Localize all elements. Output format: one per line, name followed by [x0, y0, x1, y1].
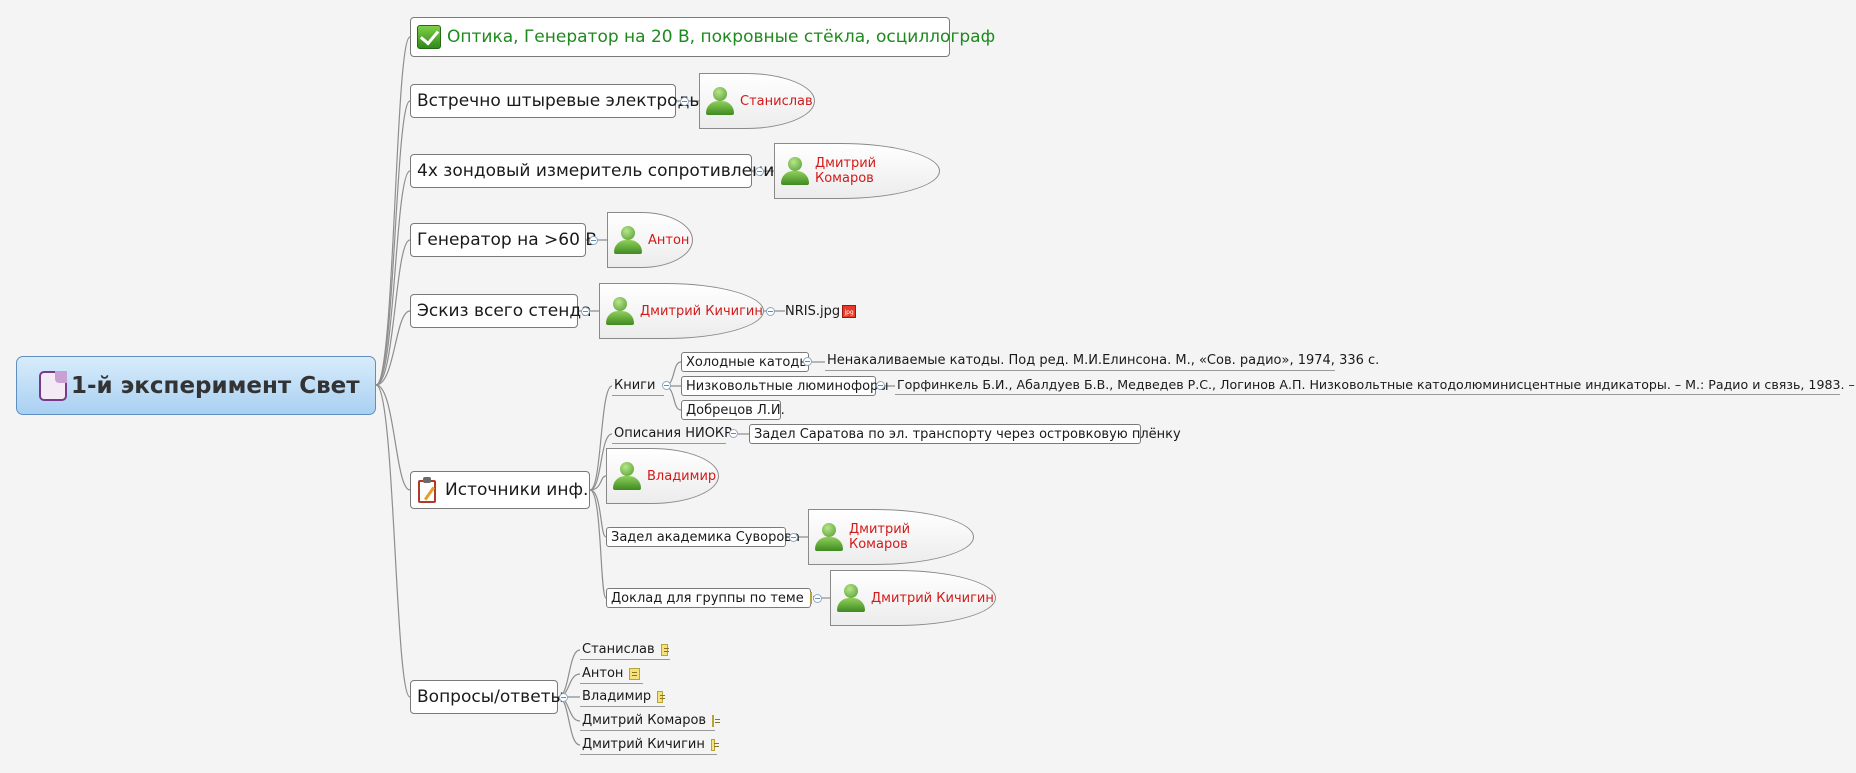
- qa-item-label: Дмитрий Комаров: [582, 713, 707, 728]
- topic-sources[interactable]: Источники инф.: [410, 471, 590, 509]
- document-icon: [39, 370, 67, 401]
- topic-probe-meter[interactable]: 4х зондовый измеритель сопротивления: [410, 154, 784, 188]
- topic-sketch[interactable]: Эскиз всего стенда: [410, 294, 592, 328]
- note-icon[interactable]: [809, 592, 818, 604]
- topic-electrodes-label: Встречно штыревые электроды: [417, 91, 703, 111]
- note-icon[interactable]: [660, 643, 670, 656]
- person-callout-komarov-2[interactable]: Дмитрий Комаров: [808, 509, 974, 565]
- person-icon: [704, 86, 736, 116]
- collapse-toggle[interactable]: [662, 381, 671, 390]
- subtopic-saratov-label: Задел Саратова по эл. транспорту через о…: [754, 426, 1181, 442]
- subtopic-phosphors-label: Низковольтные люминофоры: [686, 378, 889, 394]
- subtopic-suvorov[interactable]: Задел академика Суворова: [606, 527, 800, 547]
- subtopic-phosphors[interactable]: Низковольтные люминофоры: [681, 376, 889, 396]
- note-icon[interactable]: [629, 667, 641, 680]
- reference-phosphors[interactable]: Горфинкель Б.И., Абалдуев Б.В., Медведев…: [895, 375, 1856, 395]
- topic-generator-label: Генератор на >60 В: [417, 230, 597, 250]
- qa-item-stanislav[interactable]: Станислав: [580, 640, 670, 660]
- qa-item-kichigin[interactable]: Дмитрий Кичигин: [580, 735, 720, 755]
- collapse-toggle[interactable]: [559, 693, 568, 702]
- reference-text: Горфинкель Б.И., Абалдуев Б.В., Медведев…: [897, 377, 1856, 392]
- subtopic-books[interactable]: Книги: [612, 376, 664, 396]
- collapse-toggle[interactable]: [803, 357, 812, 366]
- checkmark-icon: [417, 25, 441, 49]
- subtopic-saratov[interactable]: Задел Саратова по эл. транспорту через о…: [749, 424, 1181, 444]
- topic-optics[interactable]: Оптика, Генератор на 20 В, покровные стё…: [410, 17, 995, 57]
- note-icon[interactable]: [710, 738, 720, 751]
- qa-item-label: Антон: [582, 666, 624, 681]
- person-icon: [604, 296, 636, 326]
- topic-electrodes[interactable]: Встречно штыревые электроды: [410, 84, 703, 118]
- qa-item-anton[interactable]: Антон: [580, 664, 643, 684]
- qa-item-label: Владимир: [582, 689, 652, 704]
- image-file-icon: jpg: [842, 304, 857, 318]
- collapse-toggle[interactable]: [755, 167, 764, 176]
- subtopic-cold-cathodes[interactable]: Холодные катоды: [681, 352, 810, 372]
- collapse-toggle[interactable]: [876, 381, 885, 390]
- collapse-toggle[interactable]: [589, 236, 598, 245]
- collapse-toggle[interactable]: [789, 533, 798, 542]
- attachment-nris[interactable]: NRIS.jpg jpg: [785, 302, 857, 320]
- subtopic-niokr[interactable]: Описания НИОКР: [612, 424, 732, 444]
- person-name: Дмитрий Комаров: [849, 522, 911, 552]
- clipboard-icon: [417, 476, 439, 504]
- subtopic-dobretsov[interactable]: Добрецов Л.И.: [681, 400, 785, 420]
- topic-qa-label: Вопросы/ответы: [417, 687, 564, 707]
- topic-sources-label: Источники инф.: [445, 480, 589, 500]
- person-name: Станислав: [740, 93, 813, 109]
- collapse-toggle[interactable]: [729, 429, 738, 438]
- person-callout-anton[interactable]: Антон: [607, 212, 693, 268]
- qa-item-vladimir[interactable]: Владимир: [580, 687, 665, 707]
- central-topic-title: 1-й эксперимент Свет: [71, 372, 360, 399]
- subtopic-suvorov-label: Задел академика Суворова: [611, 529, 800, 545]
- subtopic-report-label: Доклад для группы по теме: [611, 590, 804, 606]
- topic-sketch-label: Эскиз всего стенда: [417, 301, 592, 321]
- subtopic-books-label: Книги: [614, 378, 656, 393]
- person-name: Дмитрий Кичигин: [640, 303, 763, 319]
- subtopic-niokr-label: Описания НИОКР: [614, 426, 732, 441]
- person-name: Антон: [648, 232, 690, 248]
- topic-probe-label: 4х зондовый измеритель сопротивления: [417, 161, 785, 181]
- person-icon: [611, 461, 643, 491]
- person-name: Дмитрий Комаров: [815, 156, 877, 186]
- person-name: Дмитрий Кичигин: [871, 590, 994, 606]
- person-icon: [813, 522, 845, 552]
- person-callout-kichigin-2[interactable]: Дмитрий Кичигин: [830, 570, 996, 626]
- subtopic-cold-cathodes-label: Холодные катоды: [686, 354, 810, 370]
- collapse-toggle[interactable]: [766, 307, 775, 316]
- collapse-toggle[interactable]: [813, 594, 822, 603]
- note-icon[interactable]: [657, 690, 665, 703]
- subtopic-dobretsov-label: Добрецов Л.И.: [686, 402, 785, 418]
- person-callout-komarov[interactable]: Дмитрий Комаров: [774, 143, 940, 199]
- person-callout-vladimir[interactable]: Владимир: [606, 448, 719, 504]
- topic-generator[interactable]: Генератор на >60 В: [410, 223, 597, 257]
- person-callout-stanislav[interactable]: Станислав: [699, 73, 815, 129]
- reference-cold-cathodes[interactable]: Ненакаливаемые катоды. Под ред. М.И.Елин…: [825, 351, 1379, 371]
- qa-item-label: Станислав: [582, 642, 655, 657]
- subtopic-report[interactable]: Доклад для группы по теме: [606, 588, 818, 608]
- qa-item-komarov[interactable]: Дмитрий Комаров: [580, 711, 721, 731]
- collapse-toggle[interactable]: [581, 307, 590, 316]
- collapse-toggle[interactable]: [680, 97, 689, 106]
- person-icon: [835, 583, 867, 613]
- note-icon[interactable]: [712, 714, 721, 727]
- attachment-filename: NRIS.jpg: [785, 303, 841, 319]
- person-icon: [612, 225, 644, 255]
- qa-item-label: Дмитрий Кичигин: [582, 737, 705, 752]
- topic-optics-label: Оптика, Генератор на 20 В, покровные стё…: [447, 27, 996, 47]
- person-name: Владимир: [647, 468, 717, 484]
- topic-qa[interactable]: Вопросы/ответы: [410, 680, 564, 714]
- person-icon: [779, 156, 811, 186]
- central-topic[interactable]: 1-й эксперимент Свет: [16, 356, 376, 415]
- reference-text: Ненакаливаемые катоды. Под ред. М.И.Елин…: [827, 353, 1380, 368]
- person-callout-kichigin[interactable]: Дмитрий Кичигин: [599, 283, 764, 339]
